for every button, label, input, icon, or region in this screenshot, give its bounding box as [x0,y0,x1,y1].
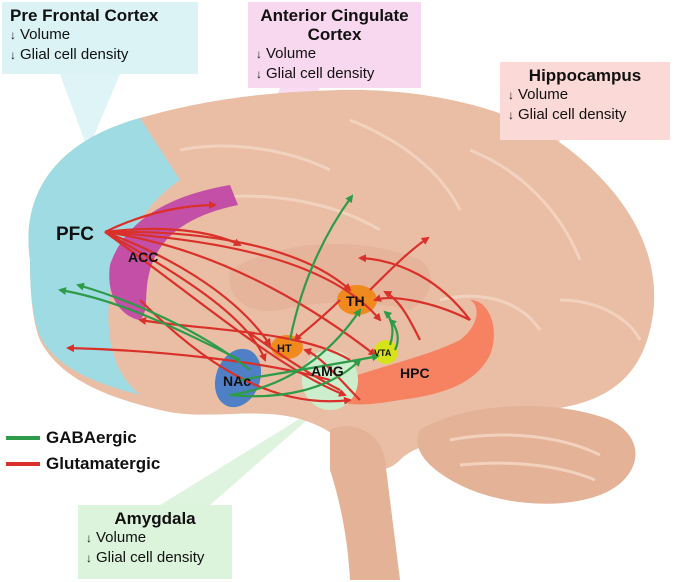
red-arrow [104,230,382,322]
red-arrow [104,231,347,397]
gaba-swatch [6,436,40,440]
green-arrow [58,287,241,361]
down-arrow-icon: ↓ [86,531,92,545]
red-arrow [373,294,471,321]
down-arrow-icon: ↓ [10,28,16,42]
gabaergic-arrows [58,194,399,398]
hpc-line-volume: ↓Volume [508,86,569,103]
hpc-line-glial: ↓Glial cell density [508,106,627,123]
label-th: TH [346,293,365,309]
down-arrow-icon: ↓ [508,88,514,102]
down-arrow-icon: ↓ [508,108,514,122]
down-arrow-icon: ↓ [256,67,262,81]
amg-callout-beam [160,400,330,505]
green-arrow [229,308,362,397]
red-arrow [293,299,341,342]
red-arrow [358,254,471,321]
green-arrow [229,358,362,398]
label-acc: ACC [128,249,158,265]
amg-info-box: Amygdala ↓Volume ↓Glial cell density [78,505,232,579]
green-arrow [288,194,354,341]
red-arrow [303,348,361,401]
brainstem [330,426,400,580]
green-arrow [76,282,251,371]
label-nac: NAc [223,373,251,389]
pfc-line-volume: ↓Volume [10,26,71,43]
legend-glut: Glutamatergic [6,454,160,474]
pfc-region [28,118,180,395]
gyri-lines [179,118,642,482]
down-arrow-icon: ↓ [86,551,92,565]
red-arrow [369,236,430,291]
acc-region [109,185,238,320]
legend-glut-label: Glutamatergic [46,454,161,473]
glutamatergic-arrows [66,201,471,405]
red-arrow [66,344,331,382]
label-vta: VTA [374,348,392,358]
pfc-title: Pre Frontal Cortex [10,6,159,25]
down-arrow-icon: ↓ [256,47,262,61]
green-arrow [239,353,380,382]
acc-line-volume: ↓Volume [256,45,317,62]
amg-line-volume: ↓Volume [86,529,147,546]
red-arrow [104,230,272,347]
label-amg: AMG [311,363,344,379]
red-arrow [383,291,421,341]
cerebellum [417,406,636,504]
glut-swatch [6,462,40,466]
green-arrow [388,318,399,351]
acc-title-1: Anterior Cingulate [260,6,409,25]
pfc-line-glial: ↓Glial cell density [10,46,129,63]
vta-region [374,340,398,364]
down-arrow-icon: ↓ [10,48,16,62]
pfc-info-box: Pre Frontal Cortex ↓Volume ↓Glial cell d… [2,2,198,74]
acc-title-2: Cortex [307,25,362,44]
label-pfc: PFC [56,224,94,245]
hpc-title: Hippocampus [528,66,642,85]
legend-gaba: GABAergic [6,428,137,448]
label-hpc: HPC [400,365,430,381]
legend-gaba-label: GABAergic [46,428,137,447]
red-arrow [104,230,352,292]
acc-info-box: Anterior Cingulate Cortex ↓Volume ↓Glial… [248,2,421,88]
hpc-info-box: Hippocampus ↓Volume ↓Glial cell density [500,62,670,140]
acc-line-glial: ↓Glial cell density [256,65,375,82]
red-arrow [104,201,217,233]
label-ht: HT [277,343,292,355]
amg-line-glial: ↓Glial cell density [86,549,205,566]
red-arrow [104,230,377,357]
hpc-region [320,300,494,405]
pfc-callout-beam [60,74,120,150]
amg-title: Amygdala [114,509,196,528]
